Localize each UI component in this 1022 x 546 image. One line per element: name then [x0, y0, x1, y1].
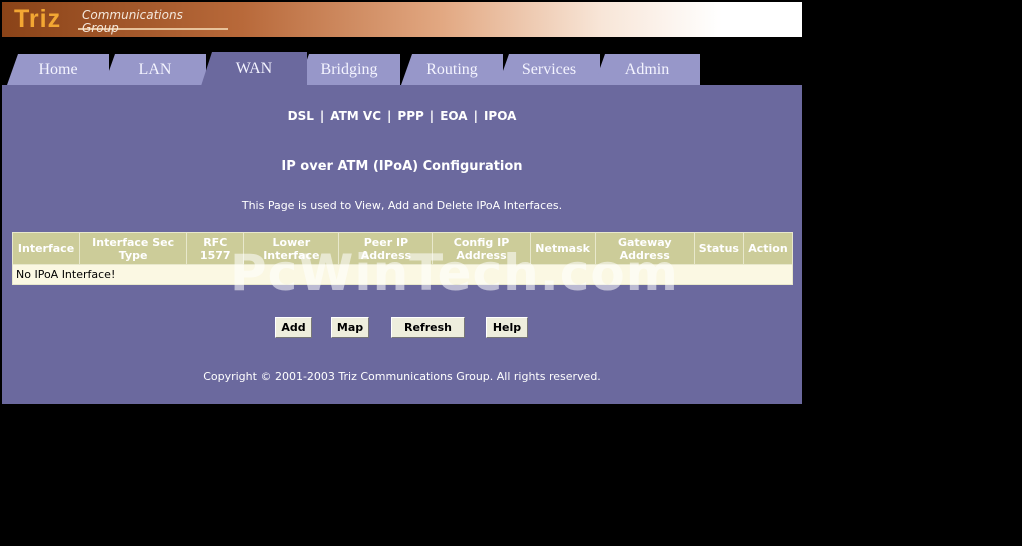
subnav-separator: |	[387, 109, 392, 123]
empty-table-message: No IPoA Interface!	[12, 264, 793, 285]
subnav-eoa[interactable]: EOA	[440, 109, 468, 123]
col-interface: Interface	[11, 232, 81, 265]
main-tab-bar: Home LAN Bridging Routing Services Admin…	[2, 37, 802, 86]
copyright-text: Copyright © 2001-2003 Triz Communication…	[203, 370, 601, 383]
tab-lan[interactable]: LAN	[104, 54, 206, 85]
content-panel: DSL | ATM VC | PPP | EOA | IPOA IP over ATM (IPo…	[2, 85, 802, 404]
col-netmask: Netmask	[529, 232, 596, 265]
subnav-separator: |	[319, 109, 325, 123]
help-button[interactable]: Help	[486, 317, 528, 338]
refresh-button[interactable]: Refresh	[391, 317, 465, 338]
subnav-separator: |	[473, 109, 478, 123]
add-button[interactable]: Add	[275, 317, 312, 338]
tab-routing[interactable]: Routing	[401, 54, 503, 85]
col-status: Status	[693, 232, 744, 265]
table-row: No IPoA Interface!	[12, 264, 793, 285]
subnav-separator: |	[429, 109, 435, 123]
col-action: Action	[742, 232, 794, 265]
tab-admin[interactable]: Admin	[594, 54, 700, 85]
header-banner: Triz Communications Group	[2, 2, 802, 37]
action-buttons: Add Map Refresh Help	[2, 317, 802, 339]
subnav-ipoa[interactable]: IPOA	[483, 109, 517, 123]
wan-subnav: DSL | ATM VC | PPP | EOA | IPOA	[2, 109, 802, 123]
subnav-dsl[interactable]: DSL	[287, 109, 314, 123]
tab-home[interactable]: Home	[7, 54, 109, 85]
subnav-ppp[interactable]: PPP	[397, 109, 424, 123]
tab-services[interactable]: Services	[498, 54, 600, 85]
subnav-atm-vc[interactable]: ATM VC	[330, 109, 382, 123]
brand-name-line2: Group	[82, 21, 119, 35]
tab-bridging[interactable]: Bridging	[298, 54, 400, 85]
brand-divider	[78, 28, 228, 30]
page-description: This Page is used to View, Add and Delet…	[241, 199, 563, 212]
tab-wan[interactable]: WAN	[201, 52, 307, 86]
page-title: IP over ATM (IPoA) Configuration	[281, 159, 523, 174]
map-button[interactable]: Map	[331, 317, 369, 338]
brand-name-line1: Communications	[82, 8, 183, 22]
brand-logo: Triz	[14, 5, 62, 33]
